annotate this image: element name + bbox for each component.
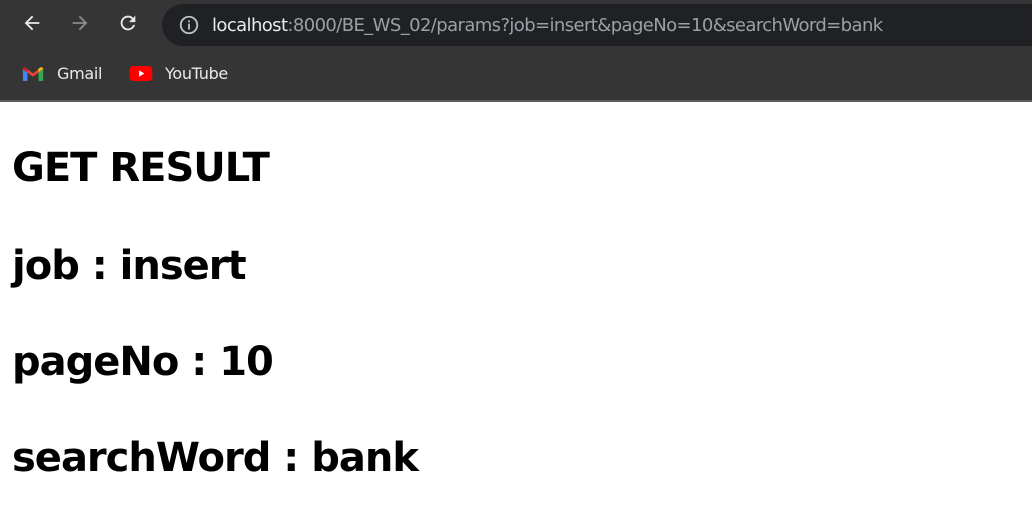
browser-chrome: localhost:8000/BE_WS_02/params?job=inser… — [0, 0, 1032, 102]
bookmark-youtube[interactable]: YouTube — [129, 60, 228, 86]
back-button[interactable] — [15, 8, 49, 42]
bookmark-label: YouTube — [165, 63, 228, 83]
youtube-icon — [129, 64, 153, 82]
forward-button[interactable] — [63, 8, 97, 42]
bookmarks-bar: Gmail YouTube — [0, 52, 1032, 96]
gmail-icon — [21, 64, 45, 82]
address-bar[interactable]: localhost:8000/BE_WS_02/params?job=inser… — [162, 4, 1032, 46]
reload-button[interactable] — [111, 8, 145, 42]
url-text: localhost:8000/BE_WS_02/params?job=inser… — [212, 15, 883, 36]
param-searchword: searchWord : bank — [12, 435, 419, 481]
bookmark-gmail[interactable]: Gmail — [21, 60, 102, 86]
info-icon[interactable] — [178, 14, 200, 36]
url-host: localhost — [212, 14, 288, 36]
arrow-right-icon — [69, 12, 91, 38]
reload-icon — [117, 12, 139, 38]
arrow-left-icon — [21, 12, 43, 38]
param-pageno: pageNo : 10 — [12, 339, 274, 385]
bookmark-label: Gmail — [57, 63, 103, 83]
page-title: GET RESULT — [12, 145, 270, 191]
browser-toolbar: localhost:8000/BE_WS_02/params?job=inser… — [0, 0, 1032, 50]
url-path: :8000/BE_WS_02/params?job=insert&pageNo=… — [287, 14, 883, 36]
param-job: job : insert — [12, 243, 247, 289]
